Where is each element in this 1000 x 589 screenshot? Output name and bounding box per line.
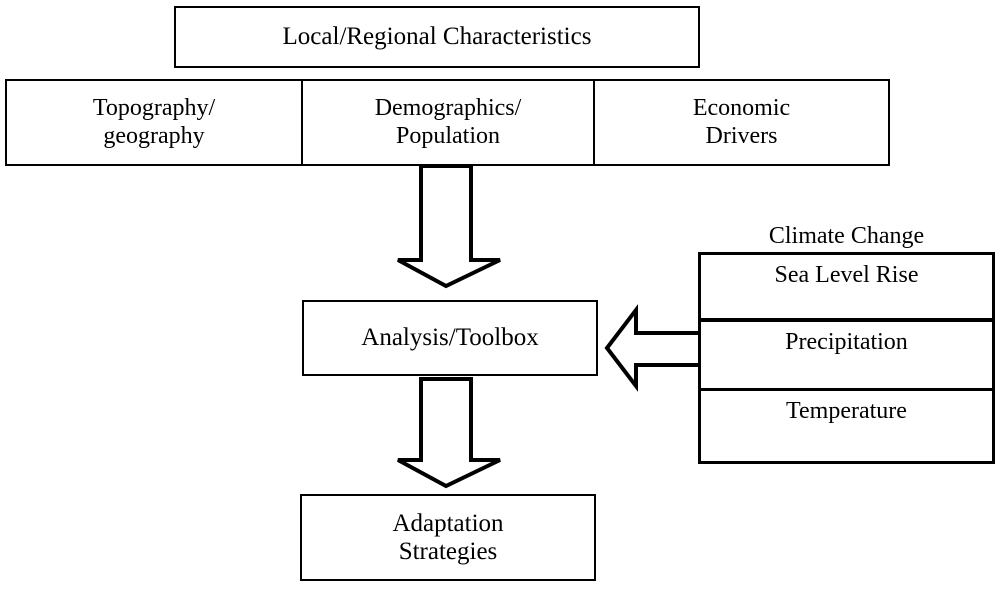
cell-demographics-population: Demographics/ Population xyxy=(301,81,595,164)
box-adaptation-strategies-label: Adaptation Strategies xyxy=(392,509,504,565)
row-local-regional-characteristics: Topography/ geography Demographics/ Popu… xyxy=(5,79,890,166)
box-adaptation-strategies: Adaptation Strategies xyxy=(300,494,596,581)
arrow-analysis-to-adaptation-icon xyxy=(397,377,501,489)
cell-economic-drivers: Economic Drivers xyxy=(595,81,888,164)
climate-change-heading: Climate Change xyxy=(768,223,925,249)
cell-temperature-label: Temperature xyxy=(786,398,907,424)
cell-topography-geography-label: Topography/ geography xyxy=(92,94,216,149)
panel-climate-change: Sea Level Rise Precipitation Temperature xyxy=(698,252,995,464)
cell-precipitation: Precipitation xyxy=(701,322,992,391)
cell-topography-geography: Topography/ geography xyxy=(7,81,301,164)
box-local-regional-characteristics-label: Local/Regional Characteristics xyxy=(282,23,592,50)
arrow-climate-to-analysis-icon xyxy=(604,304,704,392)
cell-demographics-population-label: Demographics/ Population xyxy=(374,94,522,149)
box-analysis-toolbox-label: Analysis/Toolbox xyxy=(361,324,539,351)
cell-economic-drivers-label: Economic Drivers xyxy=(692,94,791,149)
arrow-characteristics-to-analysis-icon xyxy=(397,164,501,289)
cell-temperature: Temperature xyxy=(701,391,992,461)
cell-sea-level-rise-label: Sea Level Rise xyxy=(774,262,919,288)
cell-precipitation-label: Precipitation xyxy=(785,329,908,355)
box-local-regional-characteristics: Local/Regional Characteristics xyxy=(174,6,700,68)
cell-sea-level-rise: Sea Level Rise xyxy=(701,255,992,322)
box-analysis-toolbox: Analysis/Toolbox xyxy=(302,300,598,376)
